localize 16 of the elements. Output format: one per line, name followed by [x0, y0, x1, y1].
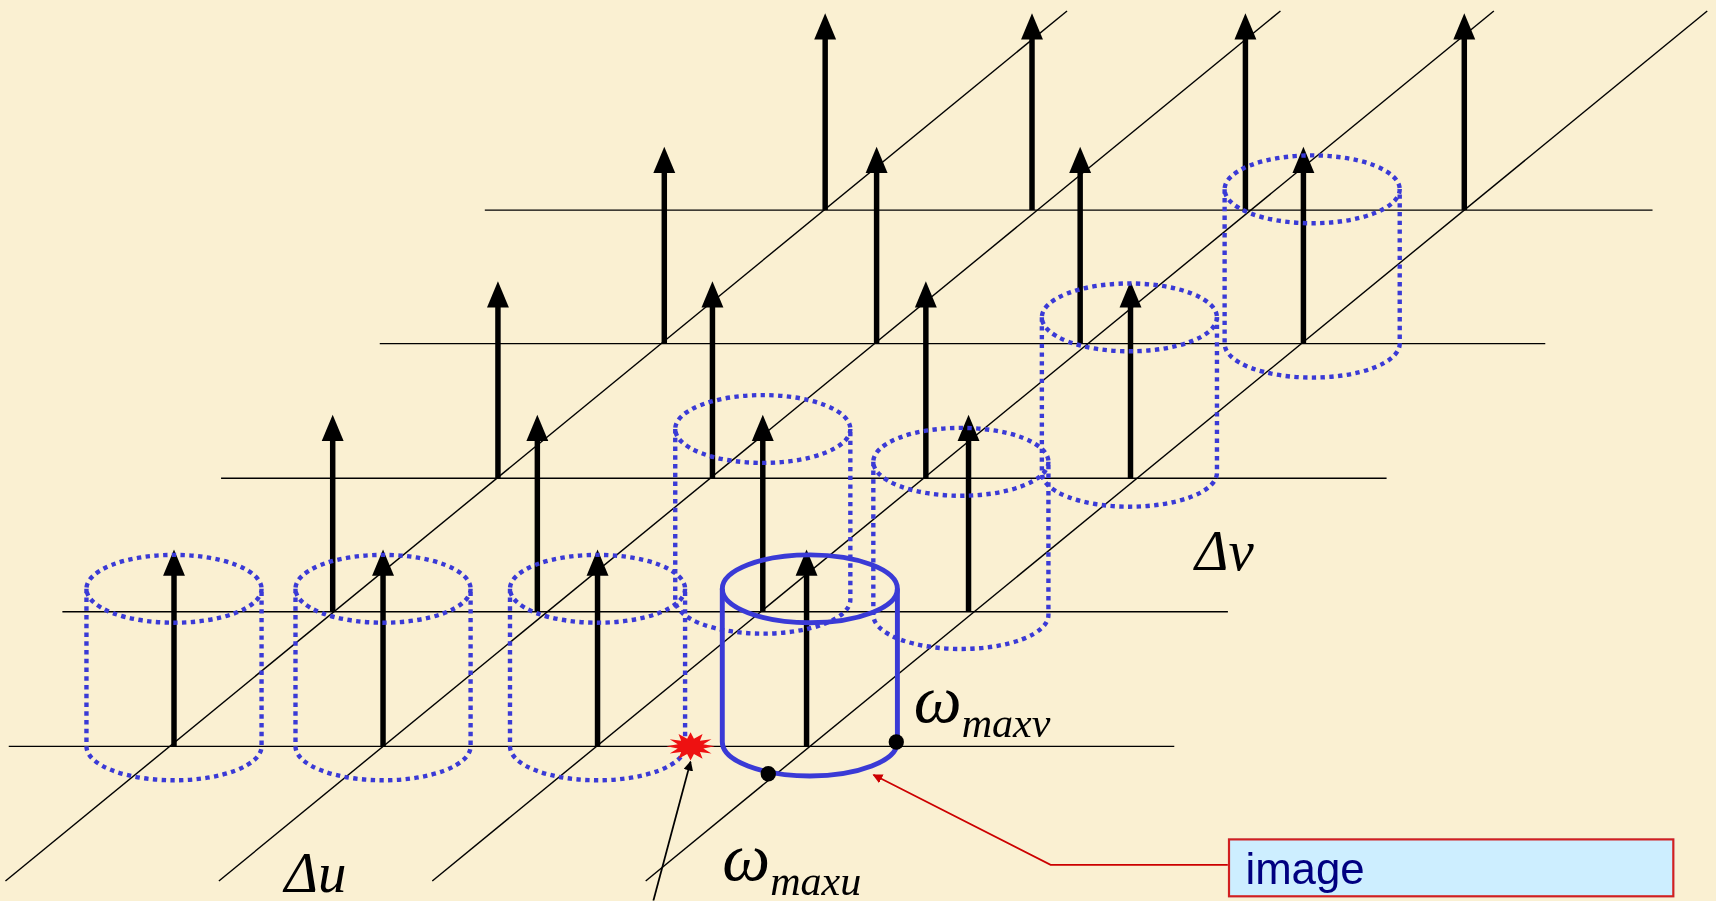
dotted-cylinder [1038, 280, 1221, 510]
dotted-cylinder [292, 551, 474, 784]
dotted-cylinder [671, 391, 854, 637]
omega-max-v-label: ω$_{maxv}$ [913, 665, 1051, 744]
delta-u-label: Δu [284, 844, 347, 901]
omega-max-u-label: ω$_{maxu}$ [722, 823, 862, 901]
dotted-cylinder [83, 551, 265, 784]
pointer-arrow [652, 760, 693, 901]
dotted-cylinder [1221, 152, 1403, 381]
callout-box: image [1227, 838, 1675, 898]
solid-cylinder [719, 551, 901, 780]
delta-v-label: Δv [1195, 523, 1254, 581]
dotted-cylinder [506, 551, 689, 784]
dotted-cylinder [870, 424, 1052, 653]
starburst-marker [665, 731, 716, 762]
leader-arrow [872, 773, 1229, 866]
